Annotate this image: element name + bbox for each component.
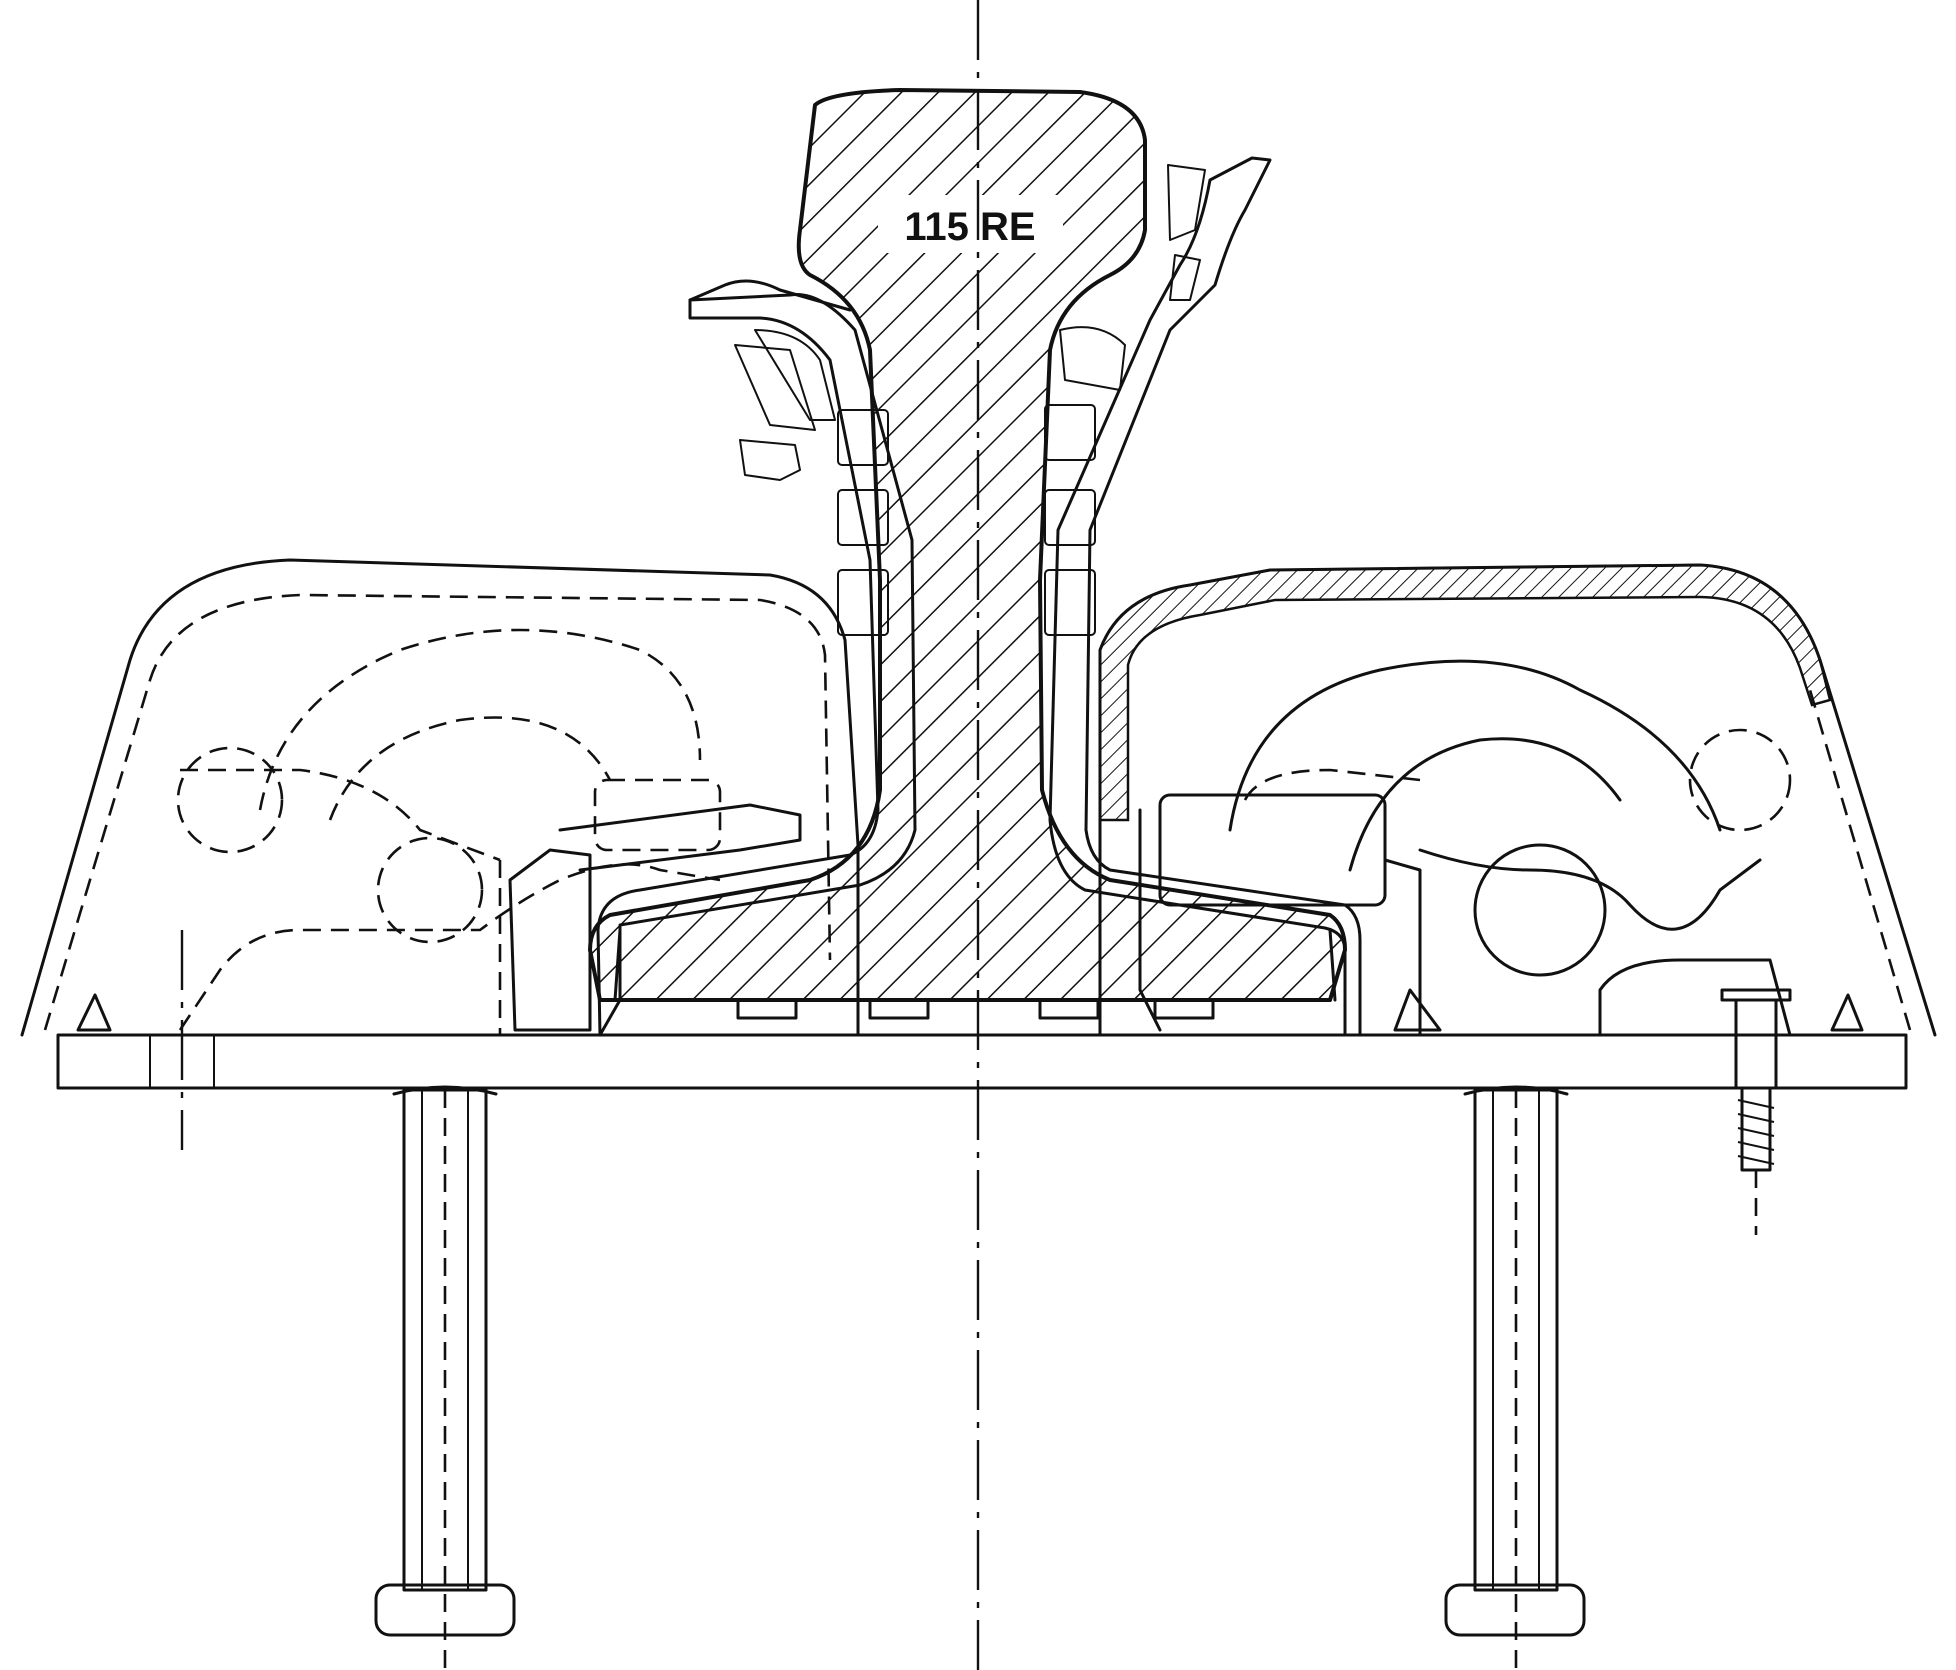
anchor-bolt-left <box>374 1085 516 1670</box>
rail-designation-label: 115 RE <box>904 205 1035 249</box>
rail-section: 115 RE <box>588 88 1347 1020</box>
anchor-bolt-right <box>1444 1085 1586 1670</box>
retaining-screw <box>1720 988 1792 1235</box>
left-shoulder-housing <box>20 558 860 1150</box>
rail-boot <box>596 156 1362 1037</box>
base-plate <box>56 1033 1908 1090</box>
